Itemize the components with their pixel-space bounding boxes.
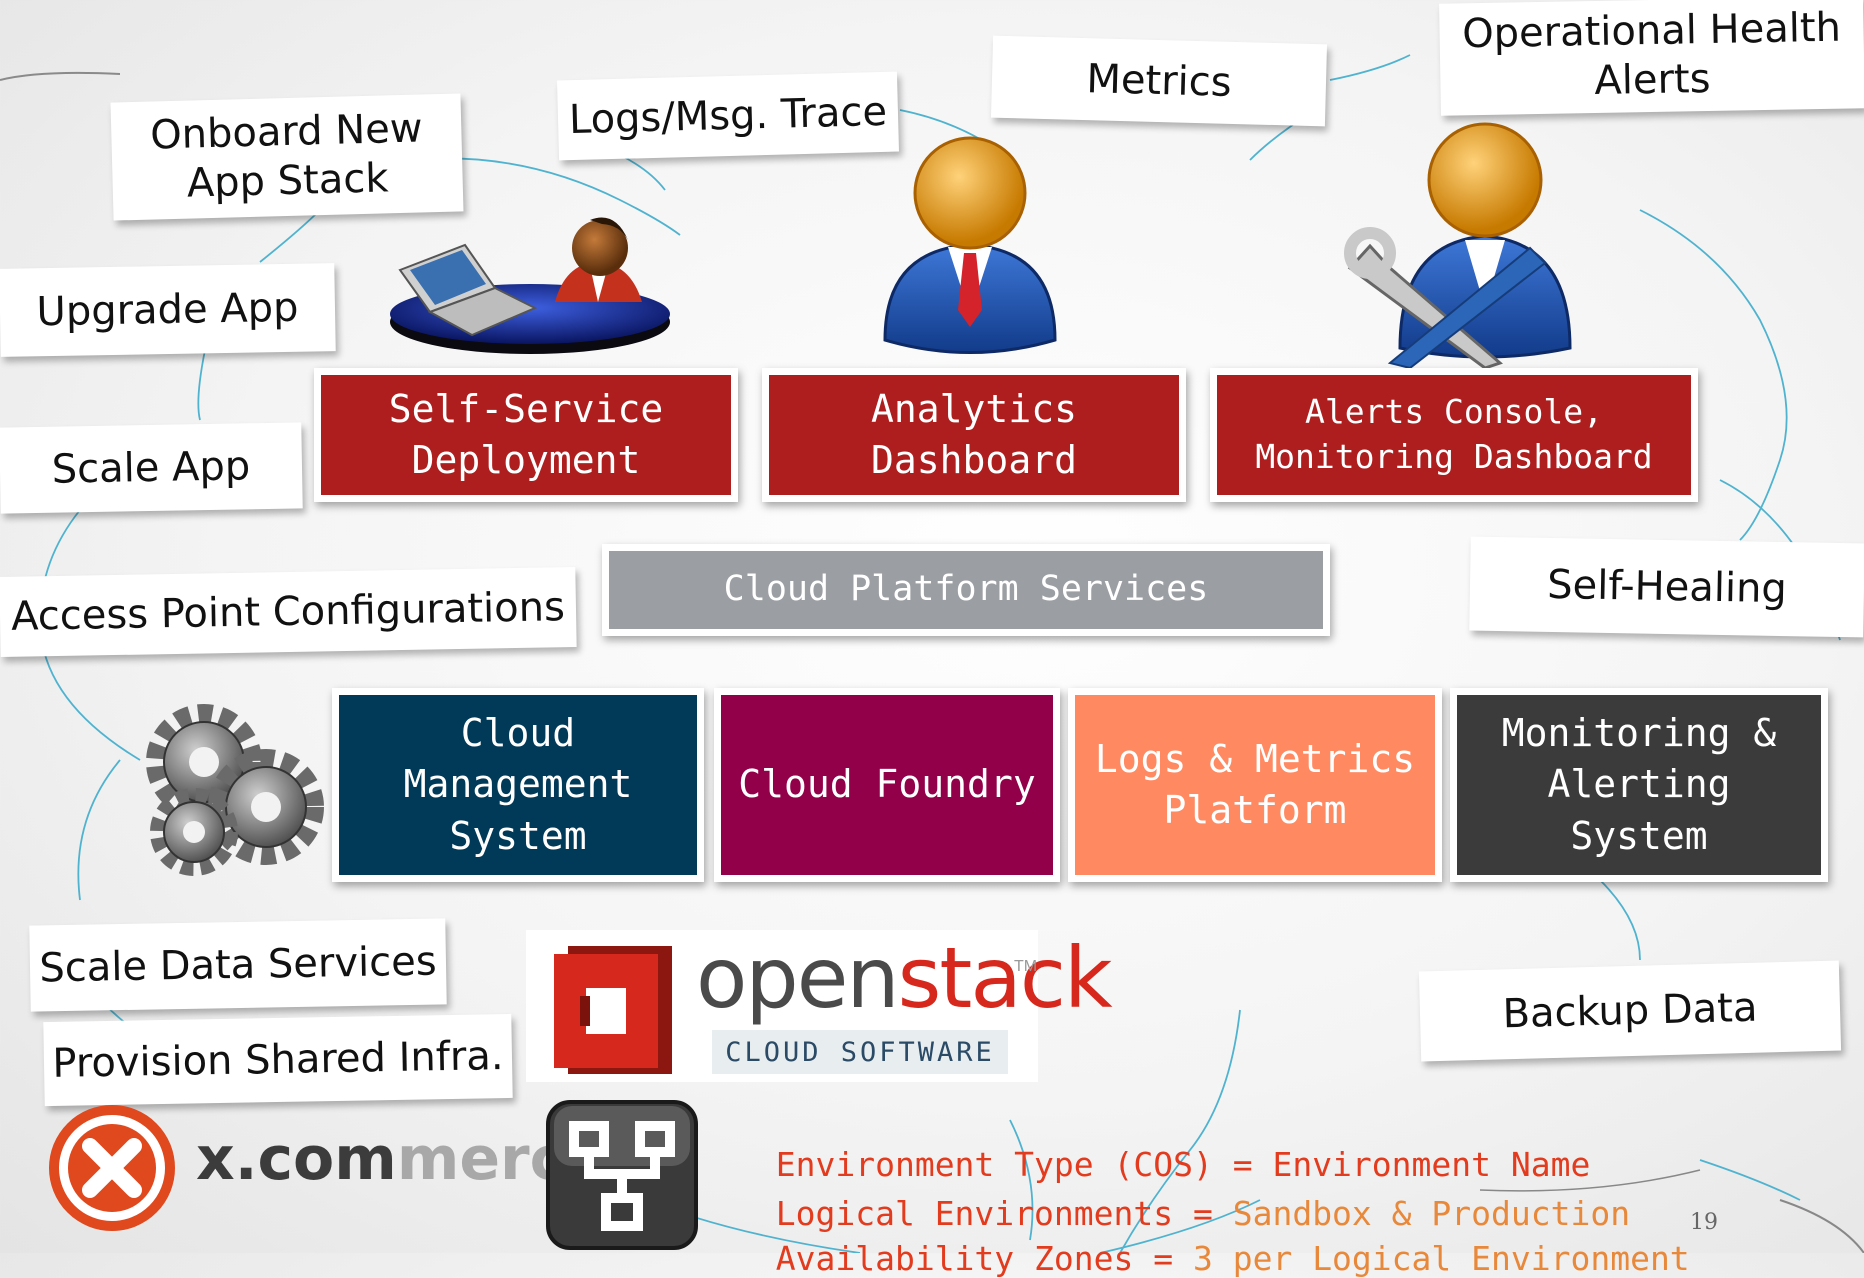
scale-app-label: Scale App <box>0 422 303 514</box>
env-type-label: Environment Type (COS) = <box>775 1145 1273 1184</box>
availability-zones-label: Availability Zones = <box>775 1239 1193 1278</box>
cloud-management-system-box: Cloud Management System <box>332 688 704 882</box>
openstack-subtitle: CLOUD SOFTWARE <box>712 1030 1008 1074</box>
xcommerce-text-a: x.com <box>196 1124 397 1194</box>
openstack-tm: TM <box>1014 958 1038 975</box>
monitoring-alerting-system-box: Monitoring & Alerting System <box>1450 688 1828 882</box>
availability-zones-value: 3 per Logical Environment <box>1192 1239 1690 1278</box>
provision-shared-infra-label: Provision Shared Infra. <box>43 1013 513 1107</box>
analytics-dashboard-box: Analytics Dashboard <box>762 368 1186 502</box>
access-point-configurations-label: Access Point Configurations <box>0 566 577 658</box>
openstack-word-open: open <box>696 929 900 1027</box>
logs-msg-trace-label: Logs/Msg. Trace <box>557 71 899 161</box>
network-topology-icon <box>546 1100 698 1250</box>
self-service-deployment-box: Self-Service Deployment <box>314 368 738 502</box>
analyst-user-icon <box>883 136 1057 354</box>
metrics-label: Metrics <box>990 35 1328 127</box>
env-line-3: Availability Zones = 3 per Logical Envir… <box>736 1200 1690 1278</box>
support-user-tools-icon <box>1344 122 1572 368</box>
onboard-app-stack-label: Onboard New App Stack <box>110 93 464 221</box>
env-line-1: Environment Type (COS) = Environment Nam… <box>736 1106 1591 1184</box>
alerts-monitoring-dashboard-box: Alerts Console, Monitoring Dashboard <box>1210 368 1698 502</box>
logs-metrics-platform-box: Logs & Metrics Platform <box>1068 688 1442 882</box>
operational-health-alerts-label: Operational Health Alerts <box>1439 0 1864 116</box>
openstack-word-stack: stack <box>897 929 1113 1027</box>
env-line-2: Logical Environments = Sandbox & Product… <box>736 1155 1630 1233</box>
self-healing-label: Self-Healing <box>1469 536 1864 638</box>
openstack-logo: openstack TM CLOUD SOFTWARE <box>526 929 1113 1082</box>
cloud-foundry-box: Cloud Foundry <box>714 688 1060 882</box>
openstack-mark-icon <box>554 946 672 1074</box>
developer-laptop-icon <box>390 217 670 354</box>
scale-data-services-label: Scale Data Services <box>29 918 447 1012</box>
xcommerce-x-icon <box>49 1105 175 1231</box>
upgrade-app-label: Upgrade App <box>0 263 336 357</box>
page-number: 19 <box>1690 1210 1718 1235</box>
cloud-platform-services-box: Cloud Platform Services <box>602 544 1330 636</box>
backup-data-label: Backup Data <box>1418 960 1842 1062</box>
env-type-value: Environment Name <box>1272 1145 1591 1184</box>
logical-env-label: Logical Environments = <box>775 1194 1233 1233</box>
gears-icon <box>146 704 324 876</box>
logical-env-value: Sandbox & Production <box>1232 1194 1631 1233</box>
